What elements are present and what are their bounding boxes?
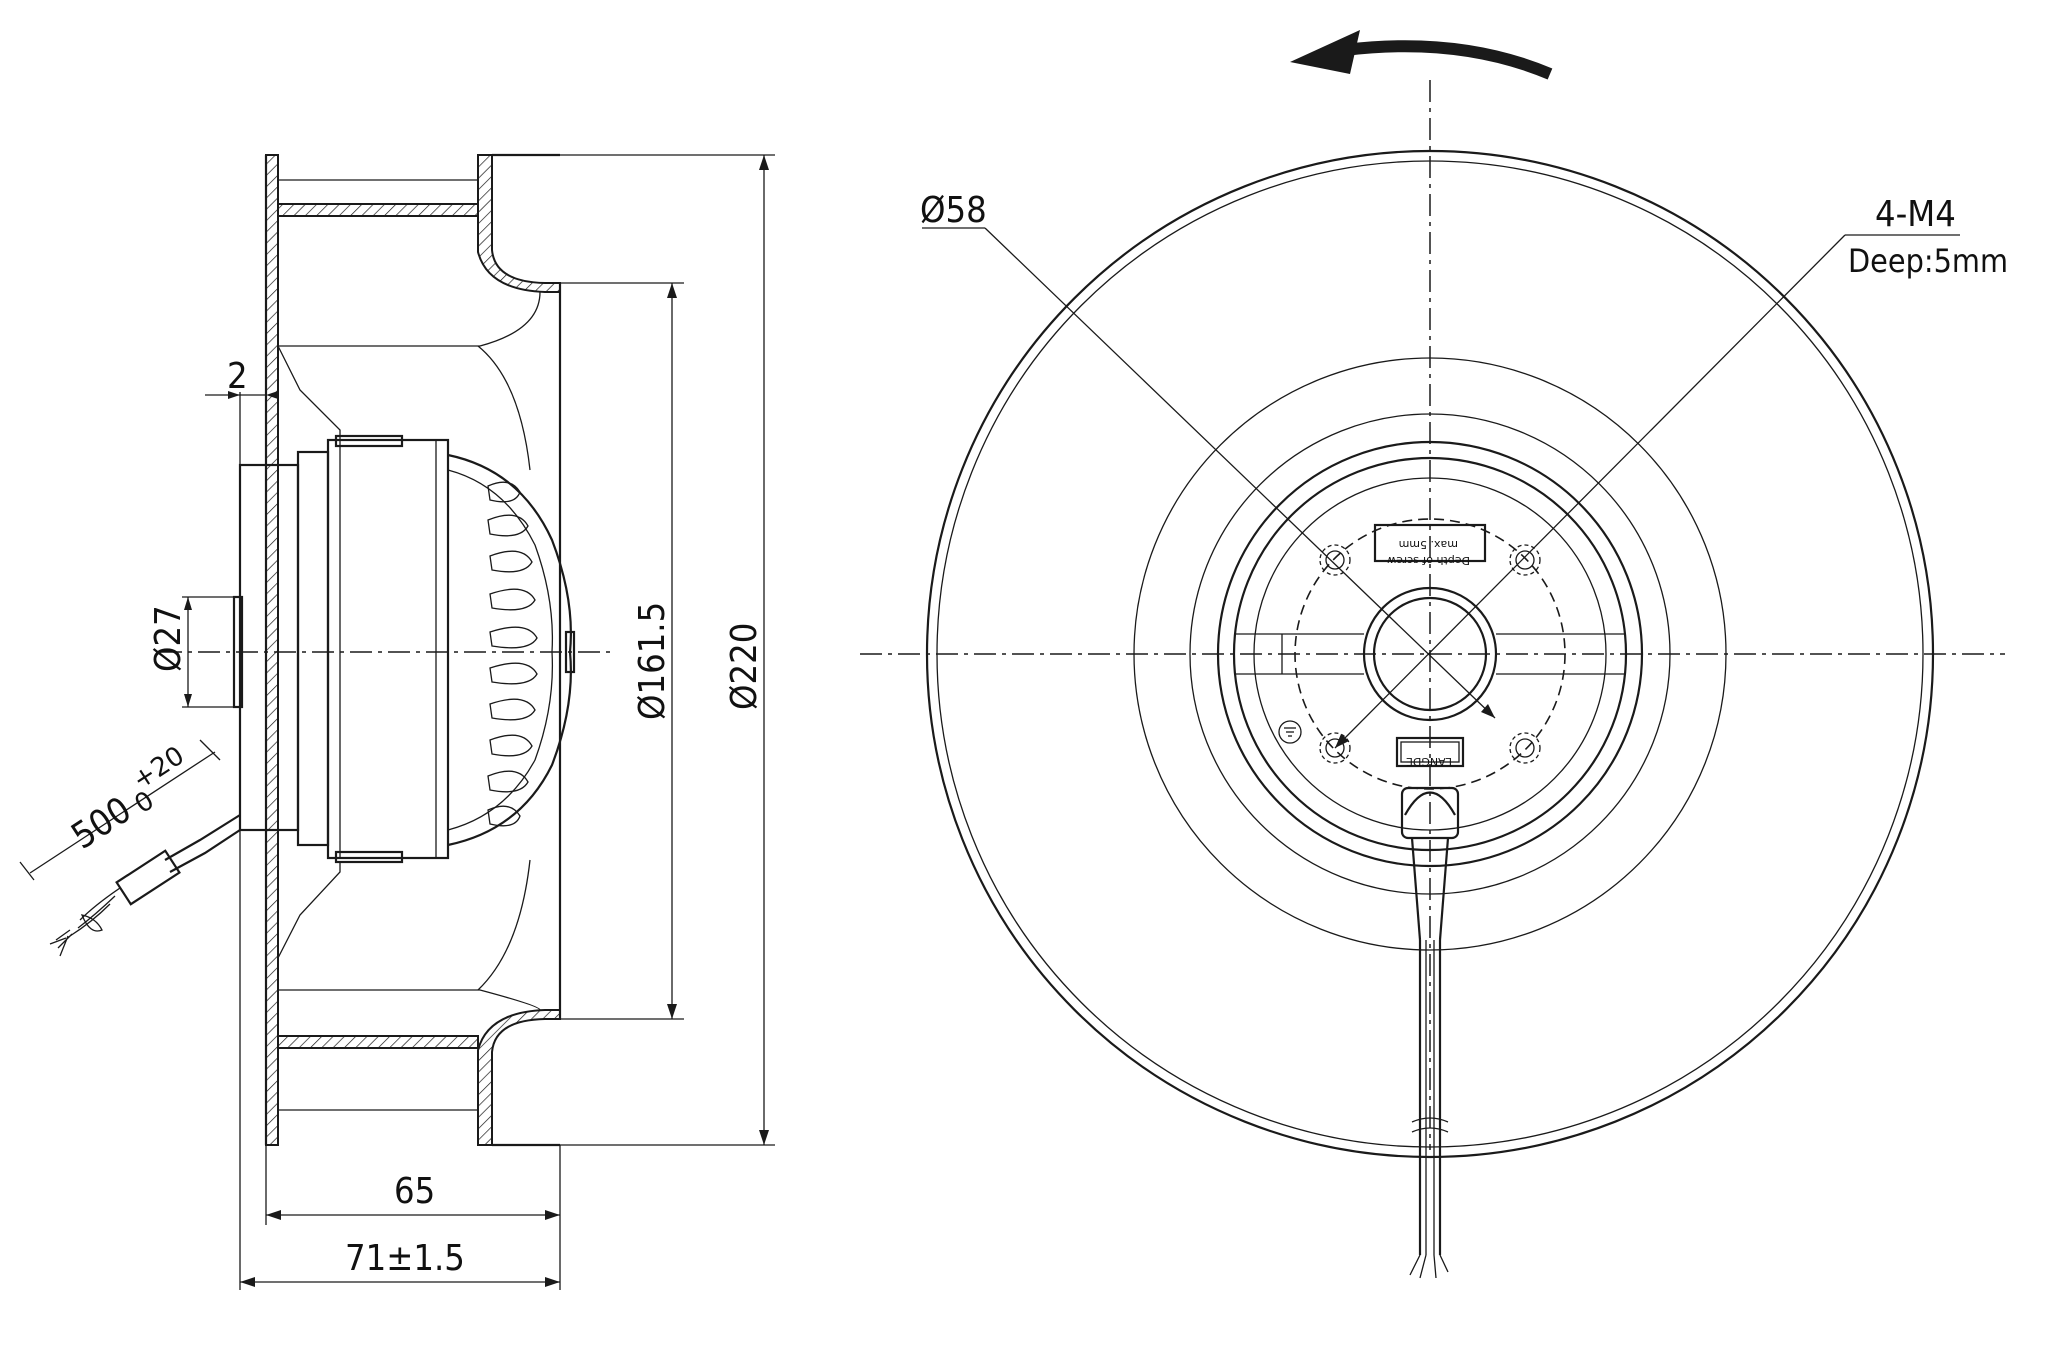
dim-wall-label: 2 bbox=[227, 356, 248, 397]
dim-cable-tol-upper: +20 bbox=[127, 741, 189, 796]
label-plate-brand: LANGDE bbox=[1395, 736, 1465, 768]
rotor-dome bbox=[447, 453, 572, 847]
svg-text:LANGDE: LANGDE bbox=[1406, 755, 1452, 768]
inlet-ring-inner bbox=[1189, 413, 1671, 895]
dim-overall-depth: 71±1.5 bbox=[239, 830, 561, 1290]
label-plate-top: Depth of screw max. 5mm bbox=[1373, 523, 1487, 567]
leader-screw-spec: 4-M4 Deep:5mm bbox=[1334, 194, 2008, 749]
dim-depth-label: 65 bbox=[394, 1171, 435, 1212]
dim-wall-thickness: 2 bbox=[205, 356, 278, 470]
rotor-fins bbox=[487, 481, 538, 827]
side-view: 2 Ø27 500 +20 0 bbox=[19, 153, 775, 1290]
motor-face bbox=[1253, 477, 1607, 831]
hub-outer bbox=[1362, 586, 1498, 722]
ground-symbol bbox=[1278, 720, 1302, 744]
back-plate bbox=[265, 154, 279, 1146]
svg-text:Depth of screw: Depth of screw bbox=[1387, 554, 1470, 567]
motor-outer bbox=[1216, 440, 1644, 868]
motor-flange bbox=[296, 450, 330, 847]
hub-inner bbox=[1372, 596, 1488, 712]
dim-shaft-diameter: Ø27 bbox=[148, 596, 240, 708]
dim-inlet-label: Ø161.5 bbox=[632, 602, 673, 720]
dim-outer-label: Ø220 bbox=[724, 623, 765, 710]
outer-ring bbox=[925, 149, 1935, 1159]
rotation-arrow bbox=[1290, 30, 1553, 80]
dim-outer-diameter: Ø220 bbox=[508, 154, 775, 1146]
inlet-ring-top bbox=[477, 154, 561, 293]
front-cable bbox=[1400, 786, 1460, 1279]
shroud-band-top bbox=[277, 203, 479, 217]
leader-hub-diameter: Ø58 bbox=[920, 190, 1496, 719]
outer-ring-inner-edge bbox=[936, 160, 1924, 1148]
inlet-ring-bottom bbox=[477, 1009, 561, 1146]
dim-shaft-label: Ø27 bbox=[148, 605, 189, 672]
blade-profile-top bbox=[278, 291, 541, 347]
side-cable bbox=[49, 814, 241, 957]
inlet-ring-outer bbox=[1133, 357, 1727, 951]
dim-overall-label: 71±1.5 bbox=[345, 1238, 465, 1279]
dim-hub-label: Ø58 bbox=[920, 190, 987, 231]
shroud-band-bottom bbox=[277, 1035, 479, 1049]
dim-inlet-diameter: Ø161.5 bbox=[560, 282, 684, 1020]
front-view: Depth of screw max. 5mm LANGDE bbox=[860, 30, 2008, 1279]
screw-depth-label: Deep:5mm bbox=[1848, 242, 2008, 280]
motor-body bbox=[326, 438, 450, 860]
blade-profile-bottom bbox=[278, 989, 541, 1011]
screw-holes bbox=[1319, 544, 1541, 764]
motor-rim bbox=[1232, 456, 1628, 852]
dim-depth: 65 bbox=[265, 1145, 561, 1225]
svg-text:max. 5mm: max. 5mm bbox=[1399, 538, 1458, 551]
dim-cable-length: 500 +20 0 bbox=[19, 739, 221, 881]
dim-cable-label: 500 bbox=[65, 789, 139, 857]
screw-spec-label: 4-M4 bbox=[1875, 194, 1956, 235]
